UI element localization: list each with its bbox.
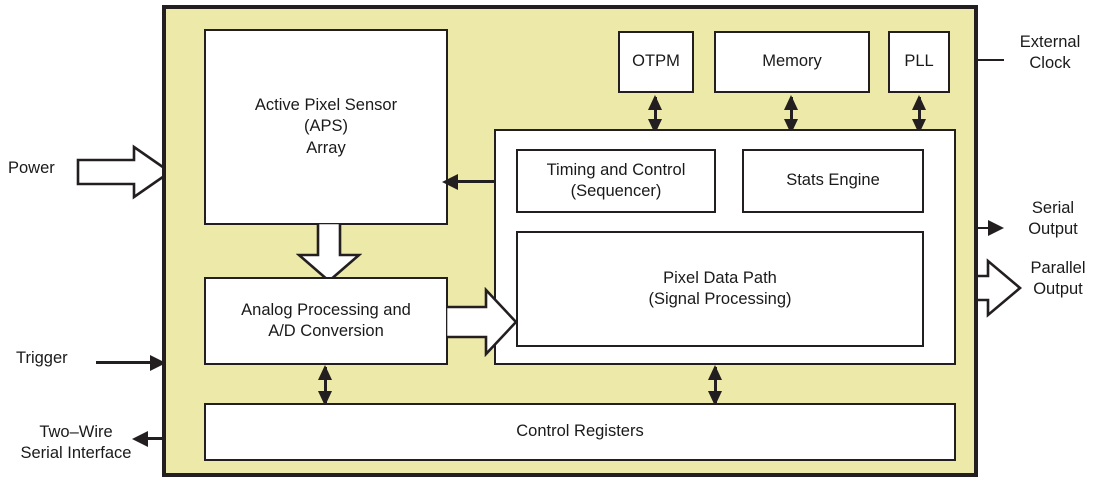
connector-serial-output-arrowhead <box>988 220 1004 236</box>
panel-digital-core: Timing and Control (Sequencer) Stats Eng… <box>494 129 956 365</box>
label-power: Power <box>8 158 96 179</box>
bus-pixelpath-registers-arrowhead-up <box>708 365 722 380</box>
bus-memory-arrowhead-up <box>784 95 798 110</box>
pixel-data-path-line2: (Signal Processing) <box>648 290 792 308</box>
bus-pll-line <box>918 97 921 131</box>
label-trigger: Trigger <box>16 348 108 369</box>
bus-pixelpath-registers-arrowhead-down <box>708 391 722 406</box>
bus-pll-arrowhead-up <box>912 95 926 110</box>
bus-analog-registers-arrowhead-up <box>318 365 332 380</box>
bus-analog-registers-line <box>324 367 327 403</box>
block-analog-processing[interactable]: Analog Processing and A/D Conversion <box>204 277 448 365</box>
connector-external-clock-line <box>968 58 1004 61</box>
connector-aps-to-analog-arrow <box>296 223 362 283</box>
bus-analog-registers-arrowhead-down <box>318 391 332 406</box>
bus-memory-line <box>790 97 793 131</box>
otpm-label: OTPM <box>632 52 680 71</box>
aps-line1: Active Pixel Sensor <box>254 96 398 115</box>
connector-analog-to-pixelpath-arrow <box>446 287 518 357</box>
label-serial-output: Serial Output <box>1013 198 1093 241</box>
block-stats-engine[interactable]: Stats Engine <box>742 149 924 213</box>
block-timing-and-control[interactable]: Timing and Control (Sequencer) <box>516 149 716 213</box>
connector-power-arrow <box>76 144 172 200</box>
label-power-line1: Power <box>8 159 55 177</box>
block-otpm[interactable]: OTPM <box>618 31 694 93</box>
label-two-wire-serial-interface: Two–Wire Serial Interface <box>6 422 146 465</box>
connector-two-wire-arrowhead-left <box>132 430 148 447</box>
block-pixel-data-path[interactable]: Pixel Data Path (Signal Processing) <box>516 231 924 347</box>
label-external-clock-line1: External <box>1019 33 1081 51</box>
label-trigger-line1: Trigger <box>16 349 68 367</box>
label-two-wire-line2: Serial Interface <box>20 444 132 463</box>
label-parallel-output-line2: Output <box>1033 280 1083 299</box>
aps-line2: (APS) <box>303 117 348 136</box>
analog-line2: A/D Conversion <box>268 322 384 340</box>
stats-label: Stats Engine <box>786 171 880 190</box>
memory-label: Memory <box>762 52 822 71</box>
connector-trigger-line <box>96 361 158 364</box>
timing-line1: Timing and Control <box>546 160 686 179</box>
analog-line1: Analog Processing and <box>241 300 411 319</box>
bus-otpm-line <box>654 97 657 131</box>
block-control-registers[interactable]: Control Registers <box>204 403 956 461</box>
label-external-clock: External Clock <box>1005 32 1095 75</box>
block-memory[interactable]: Memory <box>714 31 870 93</box>
connector-timing-to-aps-line <box>456 180 496 183</box>
label-parallel-output: Parallel Output <box>1016 258 1100 301</box>
bus-pixelpath-registers-line <box>714 367 717 403</box>
block-pll[interactable]: PLL <box>888 31 950 93</box>
block-active-pixel-sensor-array[interactable]: Active Pixel Sensor (APS) Array <box>204 29 448 225</box>
timing-line2: (Sequencer) <box>570 182 662 200</box>
label-serial-output-line1: Serial <box>1031 199 1075 217</box>
label-external-clock-line2: Clock <box>1029 54 1071 73</box>
label-serial-output-line2: Output <box>1028 220 1078 239</box>
control-registers-label: Control Registers <box>516 422 644 441</box>
aps-line3: Array <box>306 138 346 157</box>
label-parallel-output-line1: Parallel <box>1030 259 1086 277</box>
connector-timing-to-aps-arrowhead <box>442 173 458 190</box>
label-two-wire-line1: Two–Wire <box>39 423 113 441</box>
bus-otpm-arrowhead-up <box>648 95 662 110</box>
pll-label: PLL <box>904 52 934 71</box>
pixel-data-path-line1: Pixel Data Path <box>663 268 777 287</box>
chip-boundary: Active Pixel Sensor (APS) Array OTPM Mem… <box>162 5 978 477</box>
